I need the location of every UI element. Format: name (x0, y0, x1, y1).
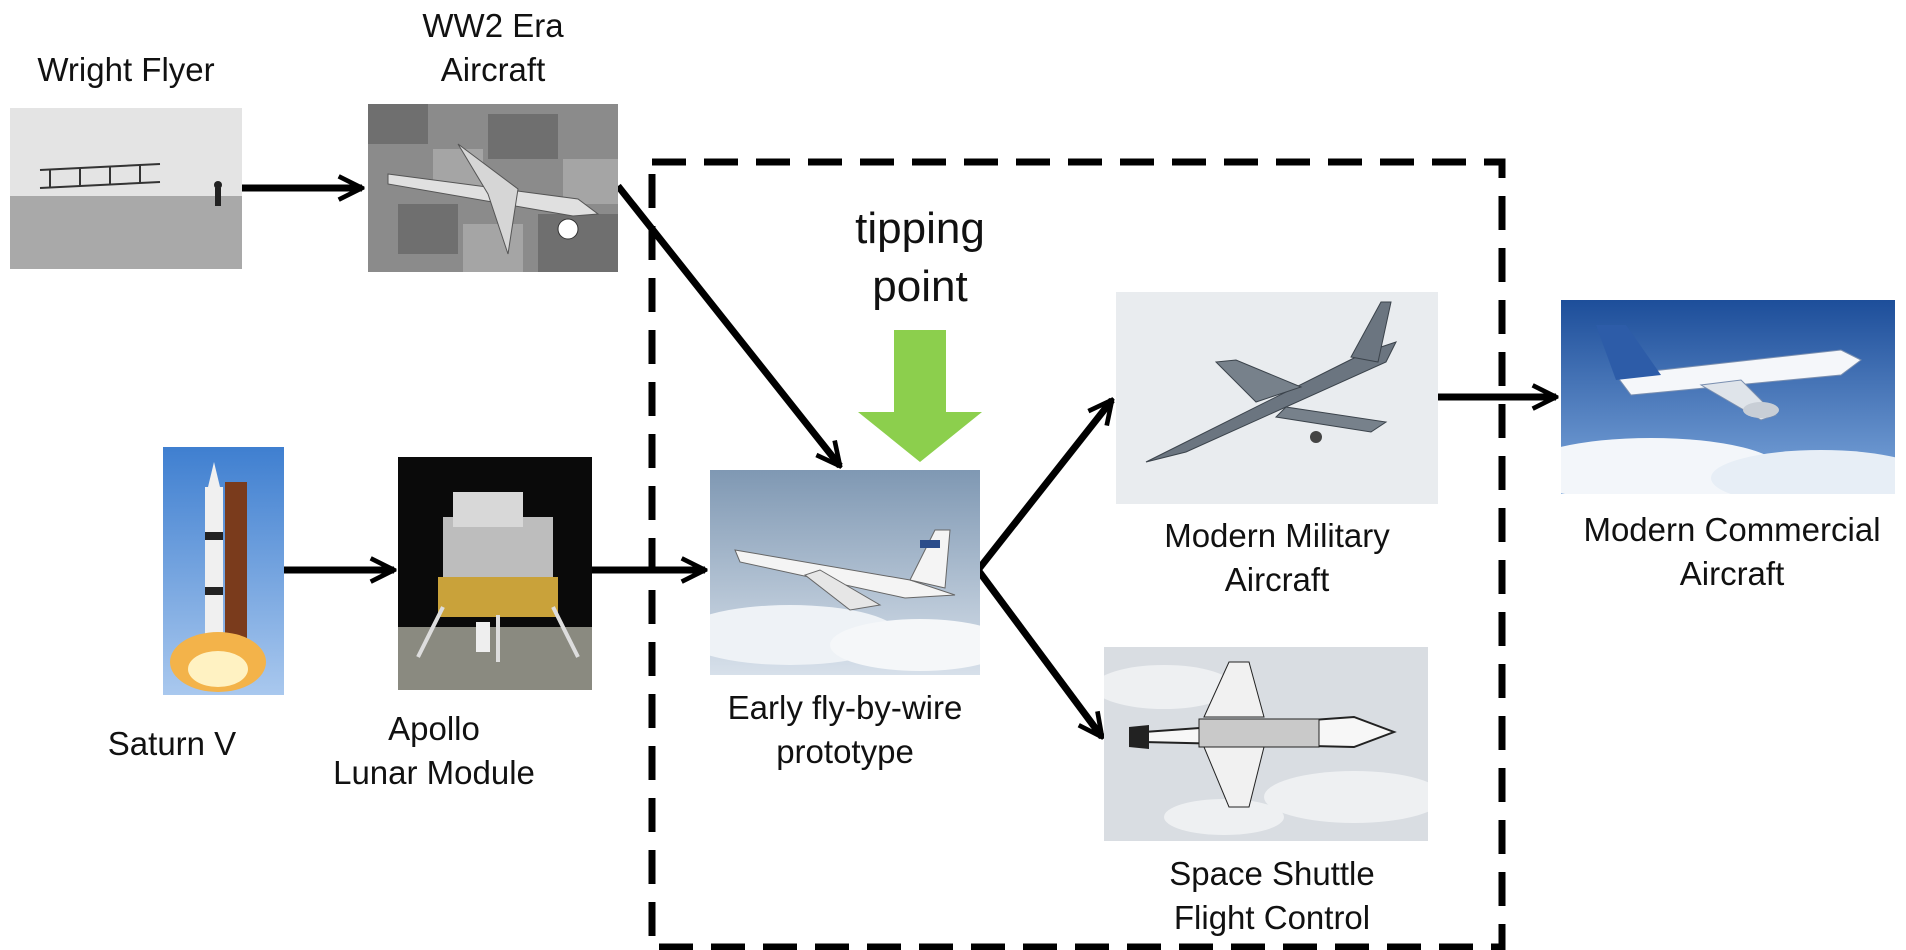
saturn-v-photo (163, 447, 284, 695)
label-line: Wright Flyer (37, 51, 215, 88)
label-line: point (872, 262, 968, 311)
label-line: Early fly-by-wire (727, 689, 963, 726)
label-line: Apollo (388, 710, 480, 747)
fly-by-wire-prototype-photo (710, 470, 980, 675)
label-line: Aircraft (1679, 555, 1785, 592)
ww2-aircraft-label: WW2 Era Aircraft (393, 4, 593, 92)
wright-flyer-label: Wright Flyer (10, 48, 242, 92)
label-line: prototype (776, 733, 914, 770)
fly-by-wire-label: Early fly-by-wire prototype (700, 686, 990, 774)
label-line: Lunar Module (333, 754, 535, 791)
apollo-lunar-module-label: Apollo Lunar Module (312, 707, 556, 795)
tipping-point-label: tipping point (800, 200, 1040, 316)
modern-commercial-label: Modern Commercial Aircraft (1572, 508, 1892, 596)
edge-fly-by-wire-to-military (975, 400, 1112, 573)
modern-military-label: Modern Military Aircraft (1127, 514, 1427, 602)
label-line: Aircraft (1224, 561, 1330, 598)
modern-commercial-aircraft-photo (1561, 300, 1895, 494)
fly-by-wire-era-dashed-box (648, 158, 1506, 950)
apollo-lunar-module-photo (398, 457, 592, 690)
modern-military-aircraft-photo (1116, 292, 1438, 504)
label-line: Aircraft (440, 51, 546, 88)
edge-fly-by-wire-to-shuttle (975, 567, 1102, 737)
tipping-point-arrow (858, 330, 982, 462)
wright-flyer-photo (10, 108, 242, 269)
label-line: Modern Military (1164, 517, 1390, 554)
label-line: Flight Control (1173, 899, 1371, 936)
label-line: Saturn V (107, 725, 237, 762)
label-line: Space Shuttle (1169, 855, 1375, 892)
edge-ww2-to-fly-by-wire (615, 183, 840, 466)
space-shuttle-label: Space Shuttle Flight Control (1127, 852, 1417, 940)
saturn-v-label: Saturn V (72, 722, 272, 766)
label-line: Modern Commercial (1583, 511, 1881, 548)
label-line: tipping (855, 204, 985, 253)
space-shuttle-photo (1104, 647, 1428, 841)
ww2-aircraft-photo (368, 104, 618, 272)
label-line: WW2 Era (422, 7, 564, 44)
